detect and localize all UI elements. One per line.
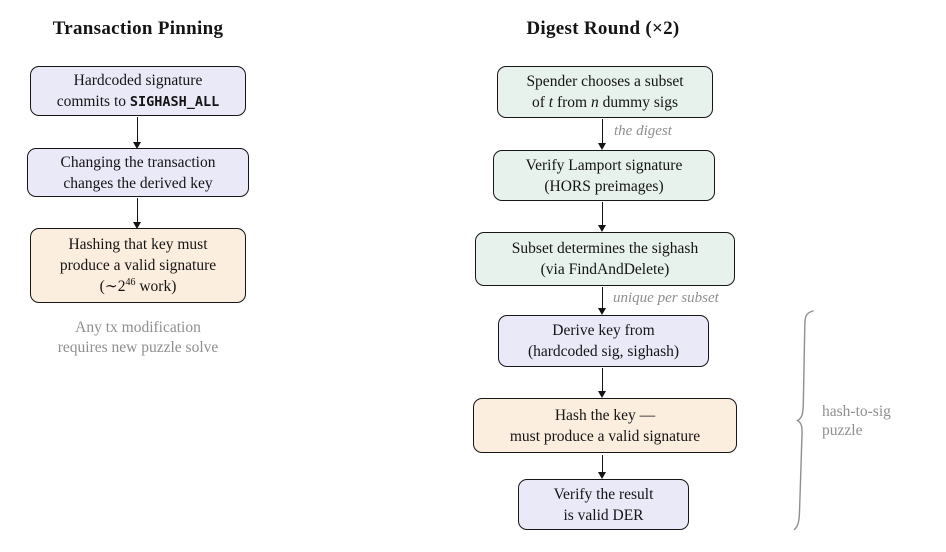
box-line: Hashing that key must <box>68 236 208 253</box>
box-line: Verify Lamport signature <box>525 156 683 174</box>
superscript: 46 <box>125 276 136 288</box>
box-line: produce a valid signature <box>59 257 217 274</box>
arrow-down <box>597 287 606 315</box>
curly-brace <box>793 310 814 531</box>
box-verify-lamport: Verify Lamport signature (HORS preimages… <box>493 150 715 201</box>
box-hash-the-key: Hash the key — must produce a valid sign… <box>473 398 737 453</box>
box-line: is valid DER <box>563 506 644 524</box>
box-line: changes the derived key <box>63 174 213 192</box>
box-text: Subset determines the sighash (via FindA… <box>512 238 698 280</box>
arrow-label-unique-per-subset: unique per subset <box>613 290 719 306</box>
brace-label-line: puzzle <box>822 422 863 439</box>
box-hardcoded-signature: Hardcoded signature commits to SIGHASH_A… <box>30 66 246 116</box>
arrow-down <box>597 368 606 398</box>
box-text: Verify Lamport signature (HORS preimages… <box>526 155 683 197</box>
box-line: commits to <box>56 92 130 110</box>
box-line: Derive key from <box>552 322 655 339</box>
footnote-line: Any tx modification <box>75 319 201 336</box>
box-subset-determines: Subset determines the sighash (via FindA… <box>475 232 735 286</box>
left-footnote: Any tx modification requires new puzzle … <box>17 318 259 358</box>
box-line: Spender chooses a subset <box>526 73 684 90</box>
box-text: Derive key from (hardcoded sig, sighash) <box>528 320 679 362</box>
box-text: Verify the result is valid DER <box>554 484 654 526</box>
box-derive-key: Derive key from (hardcoded sig, sighash) <box>498 315 709 367</box>
box-line: (via FindAndDelete) <box>540 261 670 278</box>
box-spender-chooses: Spender chooses a subset of t from n dum… <box>497 66 713 118</box>
arrow-down <box>132 198 141 229</box>
box-line: (HORS preimages) <box>544 177 664 195</box>
brace-label-hash-to-sig-puzzle: hash-to-sig puzzle <box>822 402 891 440</box>
arrow-down <box>597 119 606 150</box>
box-line: (∼246 work) <box>99 276 177 295</box>
box-text: Hashing that key must produce a valid si… <box>60 234 216 297</box>
box-verify-der: Verify the result is valid DER <box>518 479 689 530</box>
box-text: Hardcoded signature commits to SIGHASH_A… <box>57 70 220 113</box>
brace-label-line: hash-to-sig <box>822 403 891 420</box>
box-line: Subset determines the sighash <box>511 240 699 257</box>
box-line: Hardcoded signature <box>73 71 203 89</box>
arrow-label-the-digest: the digest <box>614 123 672 139</box>
box-line: Changing the transaction <box>60 153 216 171</box>
box-line: (hardcoded sig, sighash) <box>527 343 680 360</box>
math-var-n: n <box>591 94 599 111</box>
box-changing-transaction: Changing the transaction changes the der… <box>27 148 249 197</box>
box-text: Changing the transaction changes the der… <box>61 152 216 194</box>
left-column-title: Transaction Pinning <box>52 18 224 39</box>
box-line: of t from n dummy sigs <box>532 94 678 111</box>
box-line: Verify the result <box>553 485 654 503</box>
right-column-title: Digest Round (×2) <box>526 18 680 39</box>
math-var-t: t <box>548 94 554 111</box>
box-text: Spender chooses a subset of t from n dum… <box>526 71 683 113</box>
arrow-down <box>132 117 141 149</box>
arrow-down <box>597 455 606 479</box>
box-line: must produce a valid signature <box>509 427 701 445</box>
box-line: Hash the key — <box>554 406 656 424</box>
box-hashing-key: Hashing that key must produce a valid si… <box>30 228 246 303</box>
code-token: SIGHASH_ALL <box>129 93 220 110</box>
box-text: Hash the key — must produce a valid sign… <box>510 405 700 447</box>
footnote-line: requires new puzzle solve <box>57 339 219 356</box>
arrow-down <box>597 202 606 232</box>
